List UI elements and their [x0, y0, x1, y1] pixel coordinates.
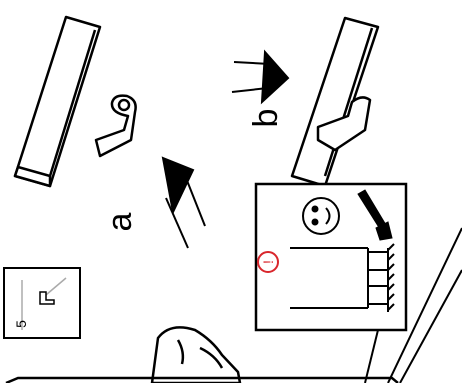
step-number: 5: [13, 320, 29, 328]
warning-circle-icon: !: [258, 252, 278, 272]
black-triangle-arrow-icon-b: [232, 52, 288, 102]
board-icon-left: [15, 17, 100, 186]
detail-callout: !: [256, 184, 462, 383]
hand-icon: [152, 327, 240, 383]
warning-mark: !: [260, 260, 276, 264]
label-b: b: [247, 109, 285, 128]
hook-bracket-icon-left: [96, 96, 136, 156]
black-triangle-arrow-icon-a: [163, 158, 205, 248]
label-a: a: [101, 212, 139, 231]
step-thumbnail: 5: [4, 268, 80, 338]
